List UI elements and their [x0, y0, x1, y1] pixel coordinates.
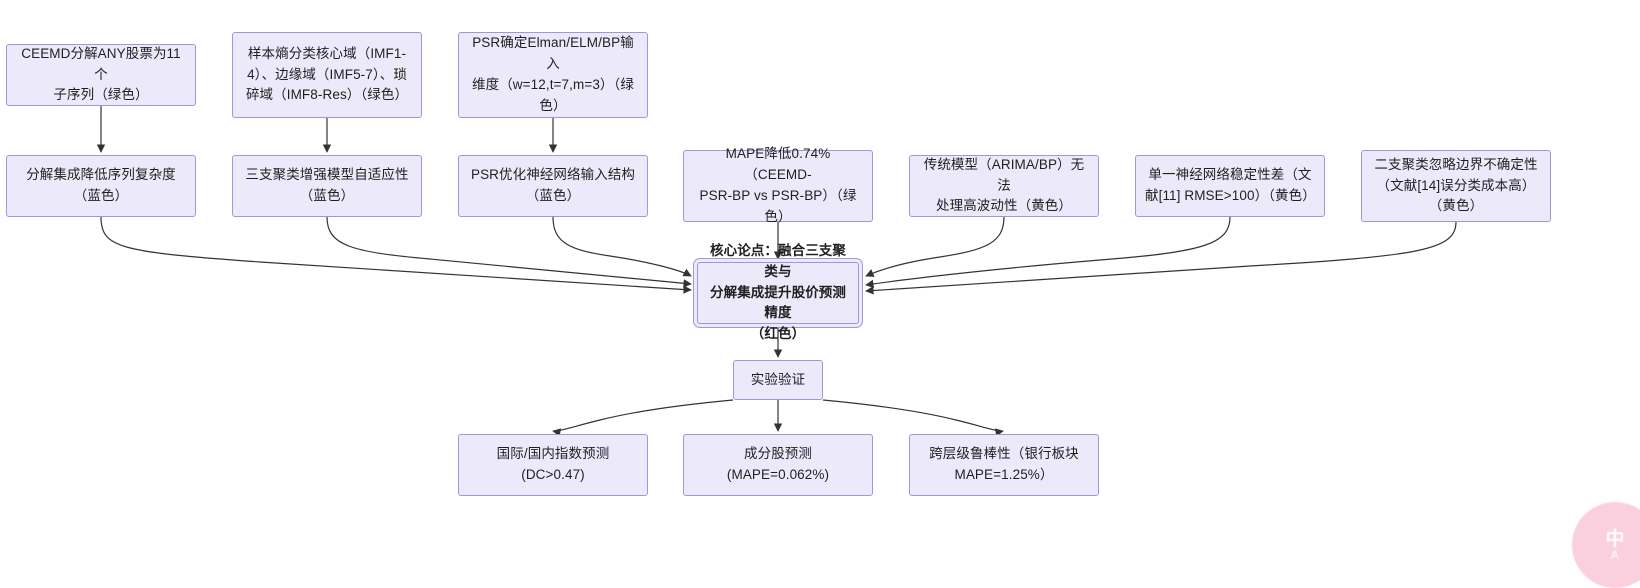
node-label: 实验验证 — [750, 371, 806, 387]
node-index-prediction-result[interactable]: 国际/国内指数预测 (DC>0.47) — [458, 434, 648, 496]
node-core-claim[interactable]: 核心论点：融合三支聚类与 分解集成提升股价预测精度 （红色） — [697, 243, 859, 341]
node-constituent-stock-result[interactable]: 成分股预测 (MAPE=0.062%) — [683, 434, 873, 496]
edge-n12-n13 — [552, 399, 734, 437]
node-three-way-clustering-adaptivity[interactable]: 三支聚类增强模型自适应性 （蓝色） — [232, 155, 422, 217]
node-label: PSR确定Elman/ELM/BP输入 维度（w=12,t=7,m=3）（绿 色… — [472, 35, 634, 113]
edge-n6-core — [552, 216, 692, 277]
edge-n10-core — [865, 221, 1457, 295]
node-label: 传统模型（ARIMA/BP）无法 处理高波动性（黄色） — [923, 156, 1085, 214]
node-label: 国际/国内指数预测 (DC>0.47) — [496, 446, 610, 482]
node-label: 样本熵分类核心域（IMF1- 4）、边缘域（IMF5-7）、琐 碎域（IMF8-… — [245, 45, 409, 103]
node-single-network-instability[interactable]: 单一神经网络稳定性差（文 献[11] RMSE>100）（黄色） — [1135, 155, 1325, 217]
node-ceemd-decomposition[interactable]: CEEMD分解ANY股票为11个 子序列（绿色） — [6, 44, 196, 106]
node-label: MAPE降低0.74%（CEEMD- PSR-BP vs PSR-BP）（绿 色… — [699, 146, 857, 224]
node-label: 单一神经网络稳定性差（文 献[11] RMSE>100）（黄色） — [1145, 167, 1316, 203]
node-label: 核心论点：融合三支聚类与 分解集成提升股价预测精度 （红色） — [710, 242, 846, 342]
node-label: 二支聚类忽略边界不确定性 （文献[14]误分类成本高） （黄色） — [1374, 156, 1538, 214]
node-two-way-clustering-boundary[interactable]: 二支聚类忽略边界不确定性 （文献[14]误分类成本高） （黄色） — [1361, 150, 1551, 222]
edge-n9-core — [865, 216, 1231, 289]
node-decomposition-reduces-complexity[interactable]: 分解集成降低序列复杂度 （蓝色） — [6, 155, 196, 217]
node-psr-input-dimension[interactable]: PSR确定Elman/ELM/BP输入 维度（w=12,t=7,m=3）（绿 色… — [458, 32, 648, 118]
node-traditional-models-limitation[interactable]: 传统模型（ARIMA/BP）无法 处理高波动性（黄色） — [909, 155, 1099, 217]
edge-n4-core — [100, 216, 692, 294]
node-label: CEEMD分解ANY股票为11个 子序列（绿色） — [21, 45, 181, 103]
edge-n12-n15 — [822, 399, 1004, 437]
node-cross-level-robustness-result[interactable]: 跨层级鲁棒性（银行板块 MAPE=1.25%） — [909, 434, 1099, 496]
node-label: PSR优化神经网络输入结构 （蓝色） — [470, 167, 636, 203]
watermark-subtext: A — [1610, 547, 1620, 562]
edge-n8-core — [865, 216, 1005, 277]
node-psr-optimizes-network-input[interactable]: PSR优化神经网络输入结构 （蓝色） — [458, 155, 648, 217]
node-label: 三支聚类增强模型自适应性 （蓝色） — [245, 167, 409, 203]
node-experimental-validation[interactable]: 实验验证 — [733, 360, 823, 400]
node-mape-reduction[interactable]: MAPE降低0.74%（CEEMD- PSR-BP vs PSR-BP）（绿 色… — [683, 146, 873, 224]
edge-n5-core — [326, 216, 692, 288]
node-label: 分解集成降低序列复杂度 （蓝色） — [26, 167, 176, 203]
watermark-text: 中 — [1605, 528, 1625, 550]
node-label: 成分股预测 (MAPE=0.062%) — [726, 446, 830, 482]
node-label: 跨层级鲁棒性（银行板块 MAPE=1.25%） — [929, 446, 1079, 482]
node-sample-entropy-classification[interactable]: 样本熵分类核心域（IMF1- 4）、边缘域（IMF5-7）、琐 碎域（IMF8-… — [232, 32, 422, 118]
flowchart-canvas: CEEMD分解ANY股票为11个 子序列（绿色） 样本熵分类核心域（IMF1- … — [6, 32, 1640, 588]
watermark-logo: 中 A — [1572, 502, 1640, 588]
